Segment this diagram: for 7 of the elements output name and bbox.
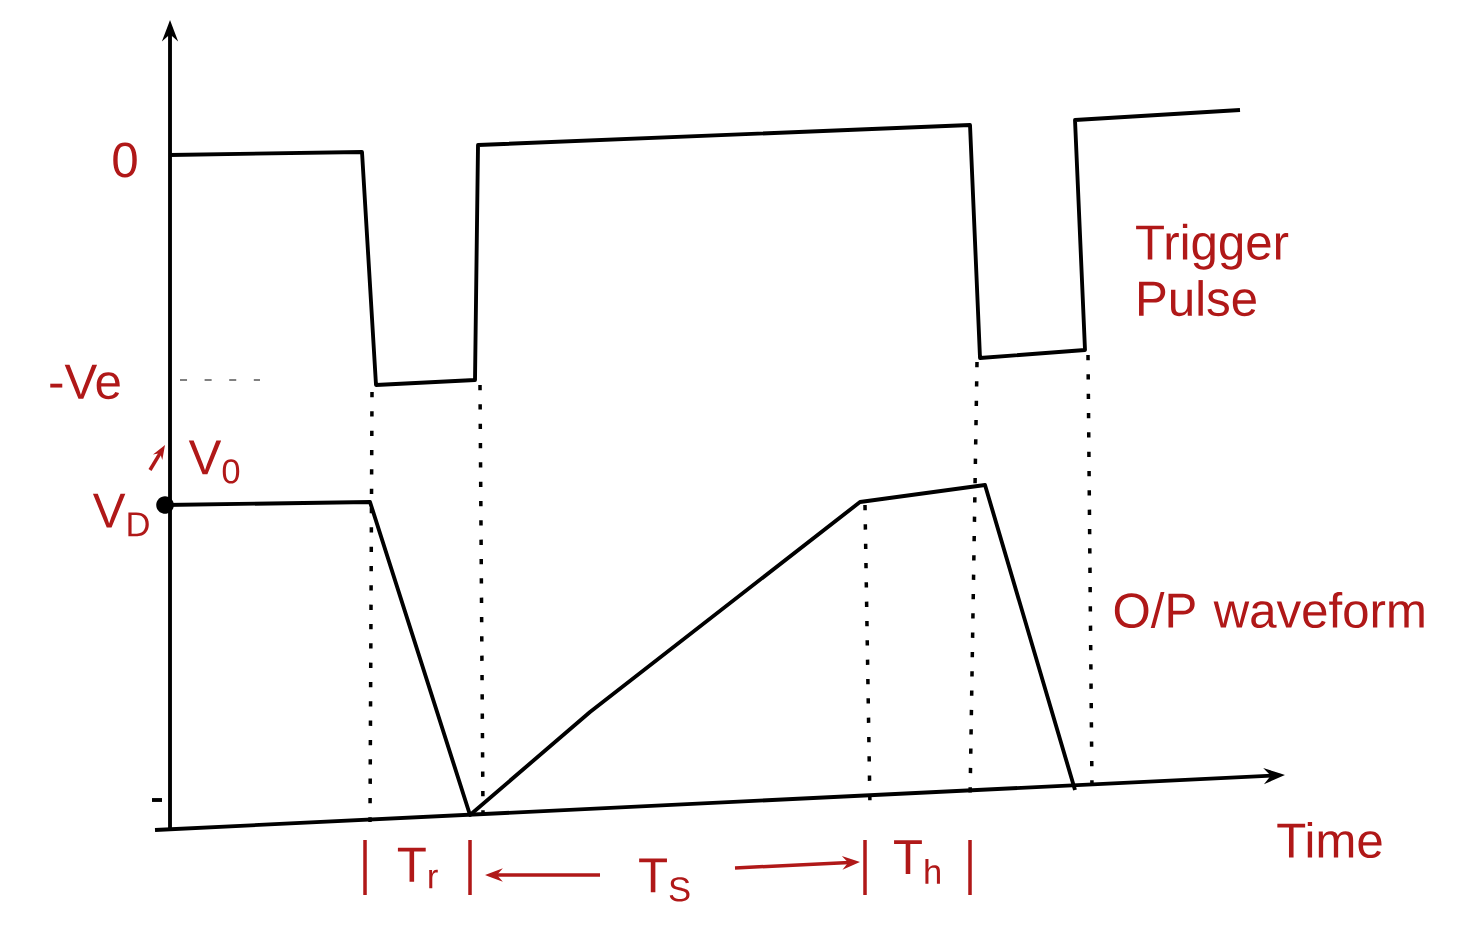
interval-label: T$_{r}$ xyxy=(397,847,438,889)
tick-label: -Ve xyxy=(50,364,120,400)
interval-label: T$_{S}$ xyxy=(639,858,690,902)
axis-label: Time xyxy=(1277,821,1382,859)
tick-label: V$_{D}$ xyxy=(92,493,149,537)
interval-label: T$_{h}$ xyxy=(894,840,940,884)
tick-label: 0 xyxy=(113,142,137,178)
